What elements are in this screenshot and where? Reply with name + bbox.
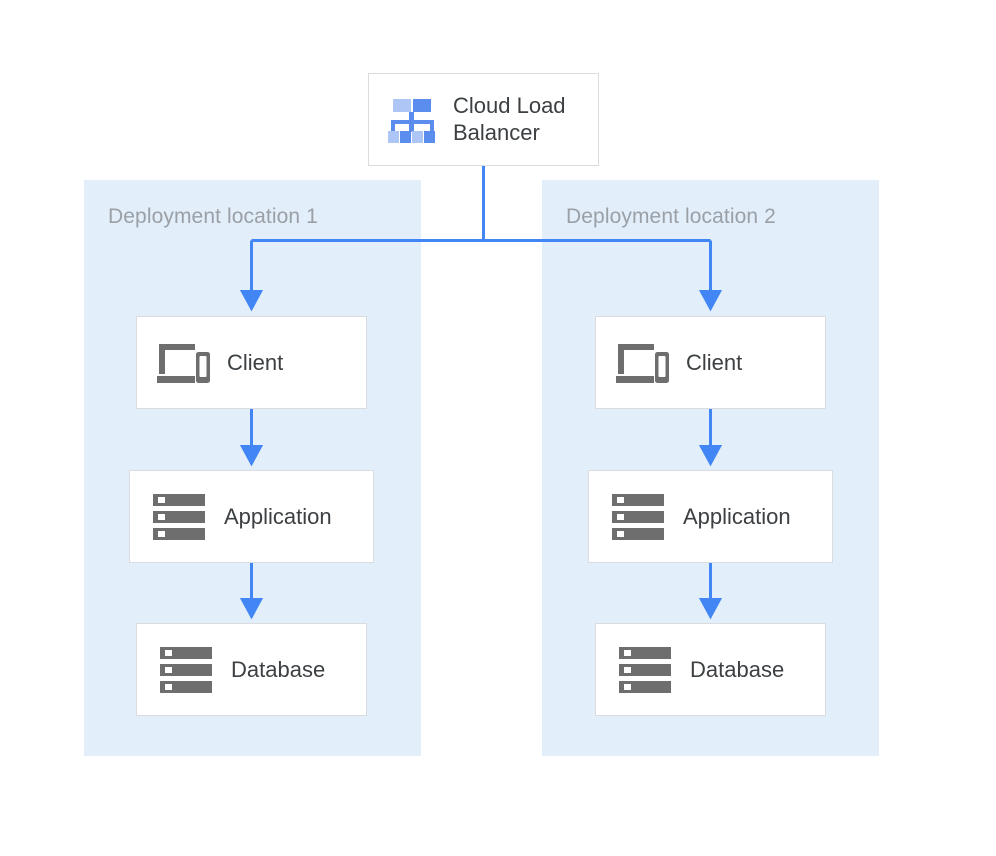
node-client-1[interactable]: Client — [136, 316, 367, 409]
region-label-deployment-location-1: Deployment location 1 — [108, 205, 318, 228]
node-database-1[interactable]: Database — [136, 623, 367, 716]
node-label-client-1: Client — [227, 349, 284, 375]
node-label-application-2: Application — [683, 503, 791, 529]
node-label-client-2: Client — [686, 349, 743, 375]
cloud-load-balancer-icon — [388, 98, 435, 143]
server-stack-icon — [160, 646, 212, 693]
region-label-deployment-location-2: Deployment location 2 — [566, 205, 776, 228]
node-label-application-1: Application — [224, 503, 332, 529]
node-label-database-2: Database — [690, 656, 785, 682]
load-balancer-label-line-1: Cloud Load — [453, 92, 566, 118]
node-cloud-load-balancer[interactable]: Cloud Load Balancer — [368, 73, 599, 166]
node-label-cloud-load-balancer: Cloud Load Balancer — [453, 93, 566, 147]
server-stack-icon — [153, 493, 205, 540]
devices-icon — [616, 343, 669, 383]
node-database-2[interactable]: Database — [595, 623, 826, 716]
server-stack-icon — [619, 646, 671, 693]
devices-icon — [157, 343, 210, 383]
node-application-1[interactable]: Application — [129, 470, 374, 563]
node-application-2[interactable]: Application — [588, 470, 833, 563]
load-balancer-label-line-2: Balancer — [453, 119, 540, 145]
node-client-2[interactable]: Client — [595, 316, 826, 409]
node-label-database-1: Database — [231, 656, 326, 682]
server-stack-icon — [612, 493, 664, 540]
